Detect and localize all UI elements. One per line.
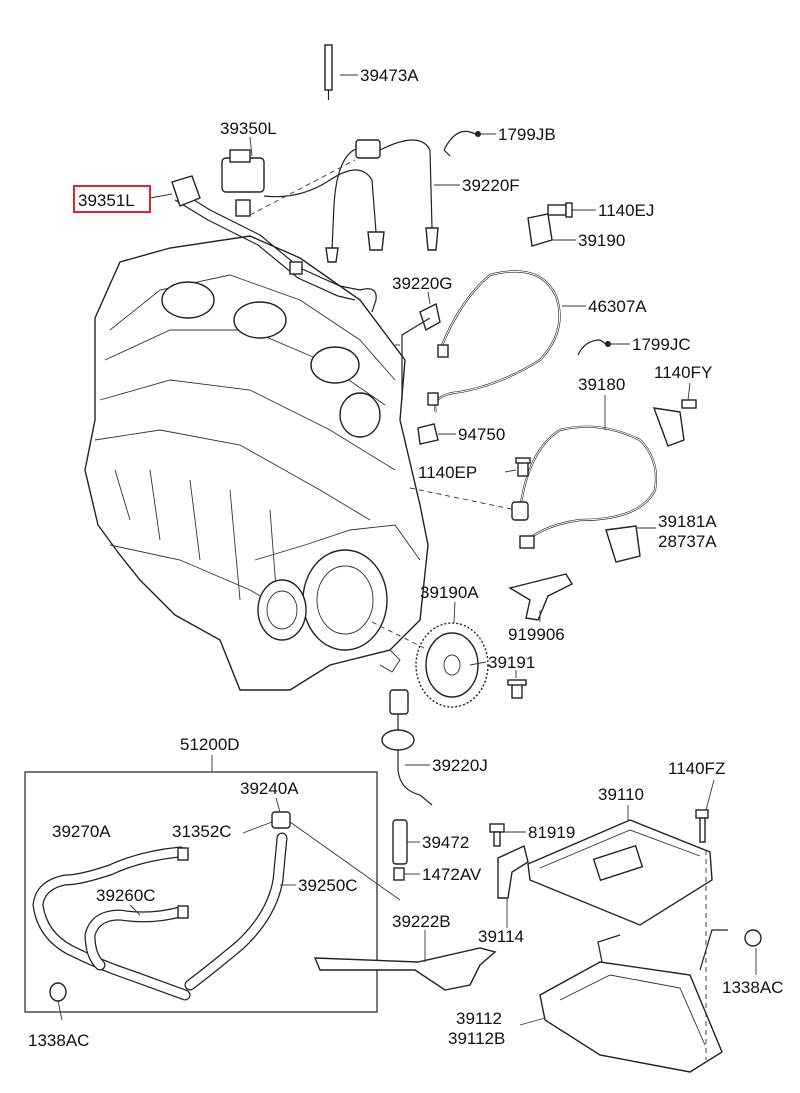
leader-lines: [57, 74, 757, 1026]
label-1140EP[interactable]: 1140EP: [418, 463, 477, 482]
label-39181A[interactable]: 39181A: [658, 512, 717, 531]
label-39472[interactable]: 39472: [422, 833, 469, 852]
label-94750[interactable]: 94750: [458, 425, 505, 444]
label-39190A[interactable]: 39190A: [420, 583, 479, 602]
label-1338AC-right[interactable]: 1338AC: [722, 978, 783, 997]
label-39110[interactable]: 39110: [598, 785, 644, 804]
label-1140FY[interactable]: 1140FY: [654, 363, 712, 382]
engine-block-illustration: [84, 235, 429, 691]
label-1140EJ[interactable]: 1140EJ: [598, 201, 654, 220]
label-39270A[interactable]: 39270A: [52, 822, 111, 841]
label-1140FZ[interactable]: 1140FZ: [668, 759, 725, 778]
label-31352C[interactable]: 31352C: [172, 822, 232, 841]
label-39220J[interactable]: 39220J: [432, 756, 488, 775]
label-39220F[interactable]: 39220F: [462, 176, 520, 195]
label-39114[interactable]: 39114: [478, 927, 524, 946]
label-39180[interactable]: 39180: [578, 375, 625, 394]
label-1799JB[interactable]: 1799JB: [498, 125, 556, 144]
label-81919[interactable]: 81919: [528, 823, 575, 842]
label-51200D[interactable]: 51200D: [180, 735, 240, 754]
label-39222B[interactable]: 39222B: [392, 912, 451, 931]
label-919906[interactable]: 919906: [508, 625, 565, 644]
label-46307A[interactable]: 46307A: [588, 297, 647, 316]
label-39250C[interactable]: 39250C: [298, 876, 358, 895]
label-39351L[interactable]: 39351L: [78, 191, 135, 210]
label-28737A[interactable]: 28737A: [658, 532, 717, 551]
label-39473A[interactable]: 39473A: [360, 66, 419, 85]
label-39260C[interactable]: 39260C: [96, 886, 156, 905]
label-39190[interactable]: 39190: [578, 231, 625, 250]
label-39191[interactable]: 39191: [488, 653, 535, 672]
label-39240A[interactable]: 39240A: [240, 779, 299, 798]
selected-part-highlight: [73, 185, 151, 213]
ecu-bracket-illustration: [313, 809, 762, 1073]
label-39112[interactable]: 39112: [456, 1009, 502, 1028]
hose-group-illustration: [24, 771, 408, 1013]
label-39220G[interactable]: 39220G: [392, 274, 453, 293]
label-39112B[interactable]: 39112B: [448, 1029, 505, 1048]
label-1799JC[interactable]: 1799JC: [632, 335, 691, 354]
label-1338AC-left[interactable]: 1338AC: [28, 1031, 89, 1050]
part-labels: 39473A 39350L 1799JB 39351L 39220F 1140E…: [28, 66, 783, 1050]
top-harness-illustration: [171, 44, 697, 806]
label-39350L[interactable]: 39350L: [220, 119, 277, 138]
label-1472AV[interactable]: 1472AV: [422, 865, 482, 884]
